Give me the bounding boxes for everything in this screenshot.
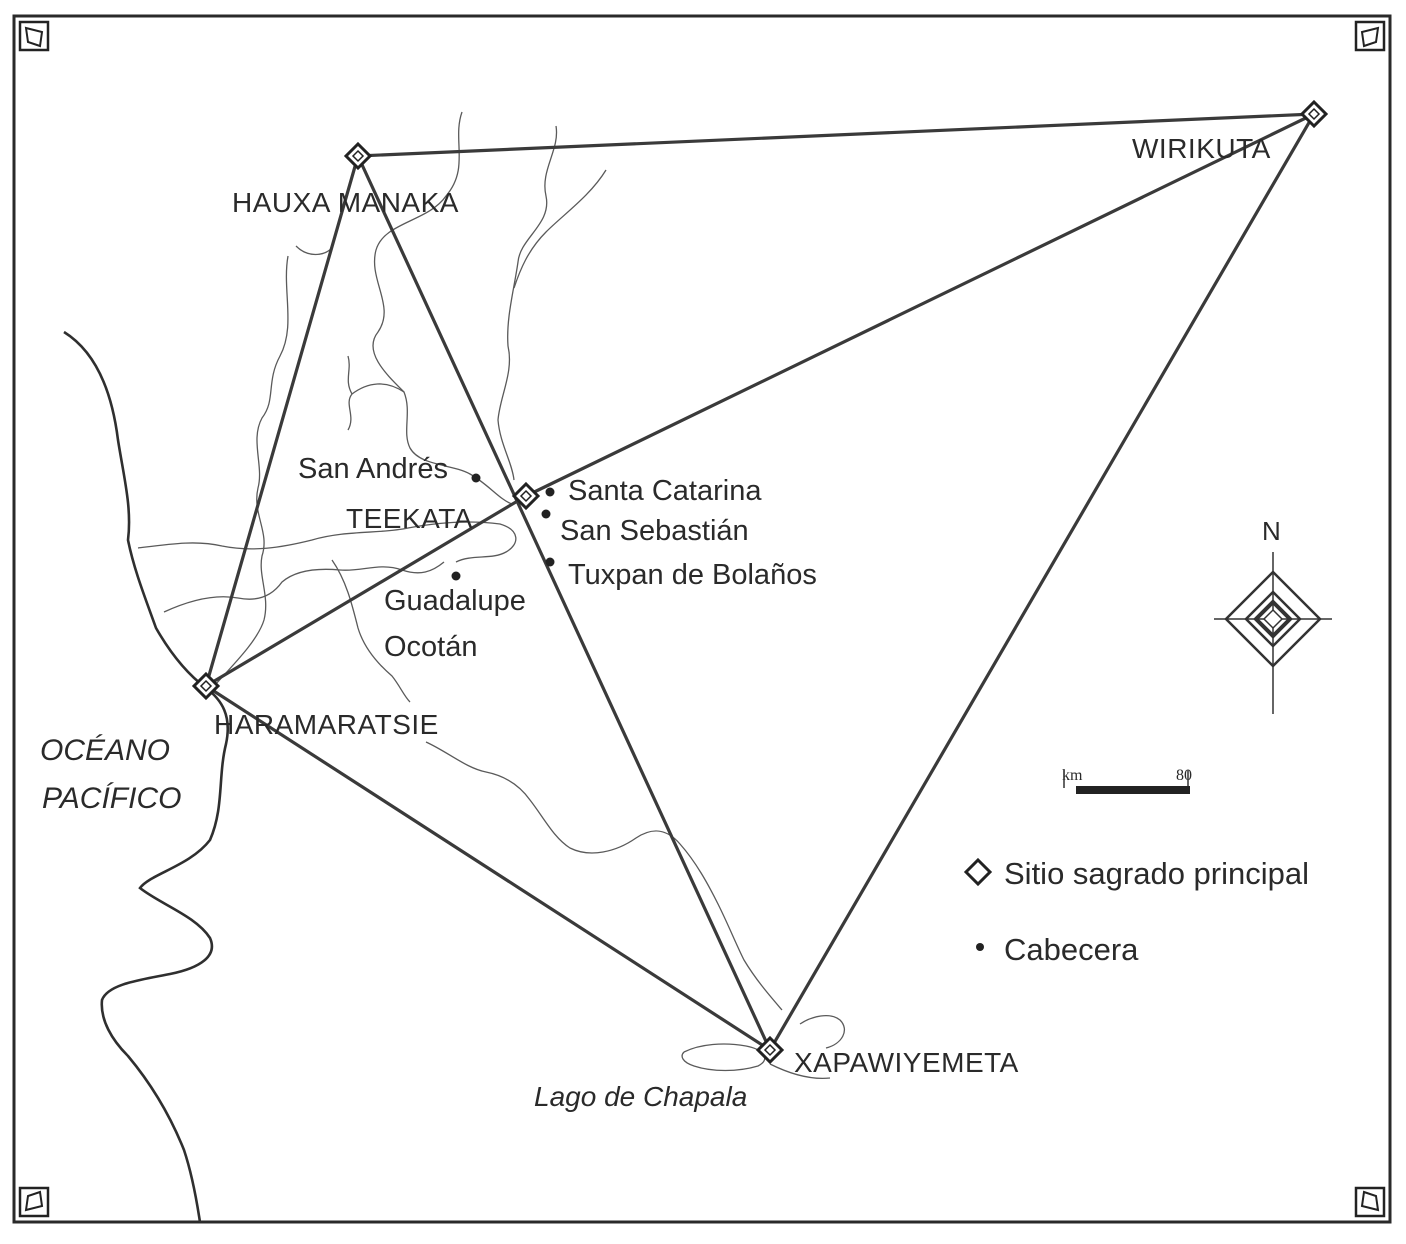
- site-marker-haramaratsie: [191, 671, 221, 701]
- line-teekata-wirikuta: [525, 112, 1315, 498]
- site-marker-xapawiyemeta: [755, 1035, 785, 1065]
- site-label-wirikuta: WIRIKUTA: [1132, 133, 1271, 164]
- site-marker-wirikuta: [1299, 99, 1329, 129]
- town-label-santa-catarina: Santa Catarina: [568, 475, 762, 507]
- site-marker-hauxamanaka: [343, 141, 373, 171]
- scale-unit-label: km: [1062, 767, 1083, 784]
- line-wirikuta-xapa: [768, 113, 1316, 1051]
- ocean-label-line1: OCÉANO: [40, 734, 170, 767]
- town-dot-santa-catarina: [545, 487, 555, 497]
- map-frame: [12, 14, 1392, 1224]
- compass-north-label: N: [1262, 516, 1281, 546]
- lake-label: Lago de Chapala: [534, 1081, 747, 1112]
- town-dot-tuxpan: [545, 557, 555, 567]
- legend: Sitio sagrado principal Cabecera: [963, 856, 1309, 967]
- river-network: [137, 111, 845, 1080]
- town-dot-san-andres: [471, 473, 481, 483]
- town-label-san-andres: San Andrés: [298, 453, 448, 485]
- town-label-tuxpan: Tuxpan de Bolaños: [568, 559, 817, 591]
- legend-dot-icon: [976, 943, 984, 951]
- scale-value-label: 80: [1176, 767, 1192, 784]
- line-hauxa-xapa: [356, 155, 772, 1051]
- corner-ornament-bottom-left: [18, 1186, 50, 1218]
- compass-icon: N: [1214, 516, 1332, 714]
- legend-diamond-icon: [963, 857, 993, 887]
- sacred-network: [204, 112, 1316, 1052]
- town-dot-guadalupe: [451, 571, 461, 581]
- town-label-san-sebastian: San Sebastián: [560, 515, 749, 547]
- pacific-coastline: [63, 330, 230, 1223]
- site-label-teekata: TEEKATA: [346, 503, 473, 534]
- legend-sacred-label: Sitio sagrado principal: [1004, 856, 1309, 891]
- town-label-guadalupe: Guadalupe: [384, 585, 526, 617]
- town-dot-san-sebastian: [541, 509, 551, 519]
- town-label-ocotan: Ocotán: [384, 631, 478, 663]
- site-label-hauxamanaka: HAUXA MANAKA: [232, 187, 459, 218]
- site-label-haramaratsie: HARAMARATSIE: [214, 709, 439, 740]
- legend-town-label: Cabecera: [1004, 932, 1139, 967]
- corner-ornament-top-left: [18, 20, 50, 52]
- site-marker-teekata: [511, 481, 541, 511]
- scale-bar: km 80: [1062, 767, 1192, 794]
- ocean-label-line2: PACÍFICO: [42, 782, 181, 815]
- site-label-xapawiyemeta: XAPAWIYEMETA: [794, 1047, 1019, 1078]
- line-hara-xapa: [205, 684, 771, 1052]
- corner-ornament-bottom-right: [1354, 1186, 1386, 1218]
- corner-ornament-top-right: [1354, 20, 1386, 52]
- line-hauxa-wirikuta: [357, 112, 1315, 158]
